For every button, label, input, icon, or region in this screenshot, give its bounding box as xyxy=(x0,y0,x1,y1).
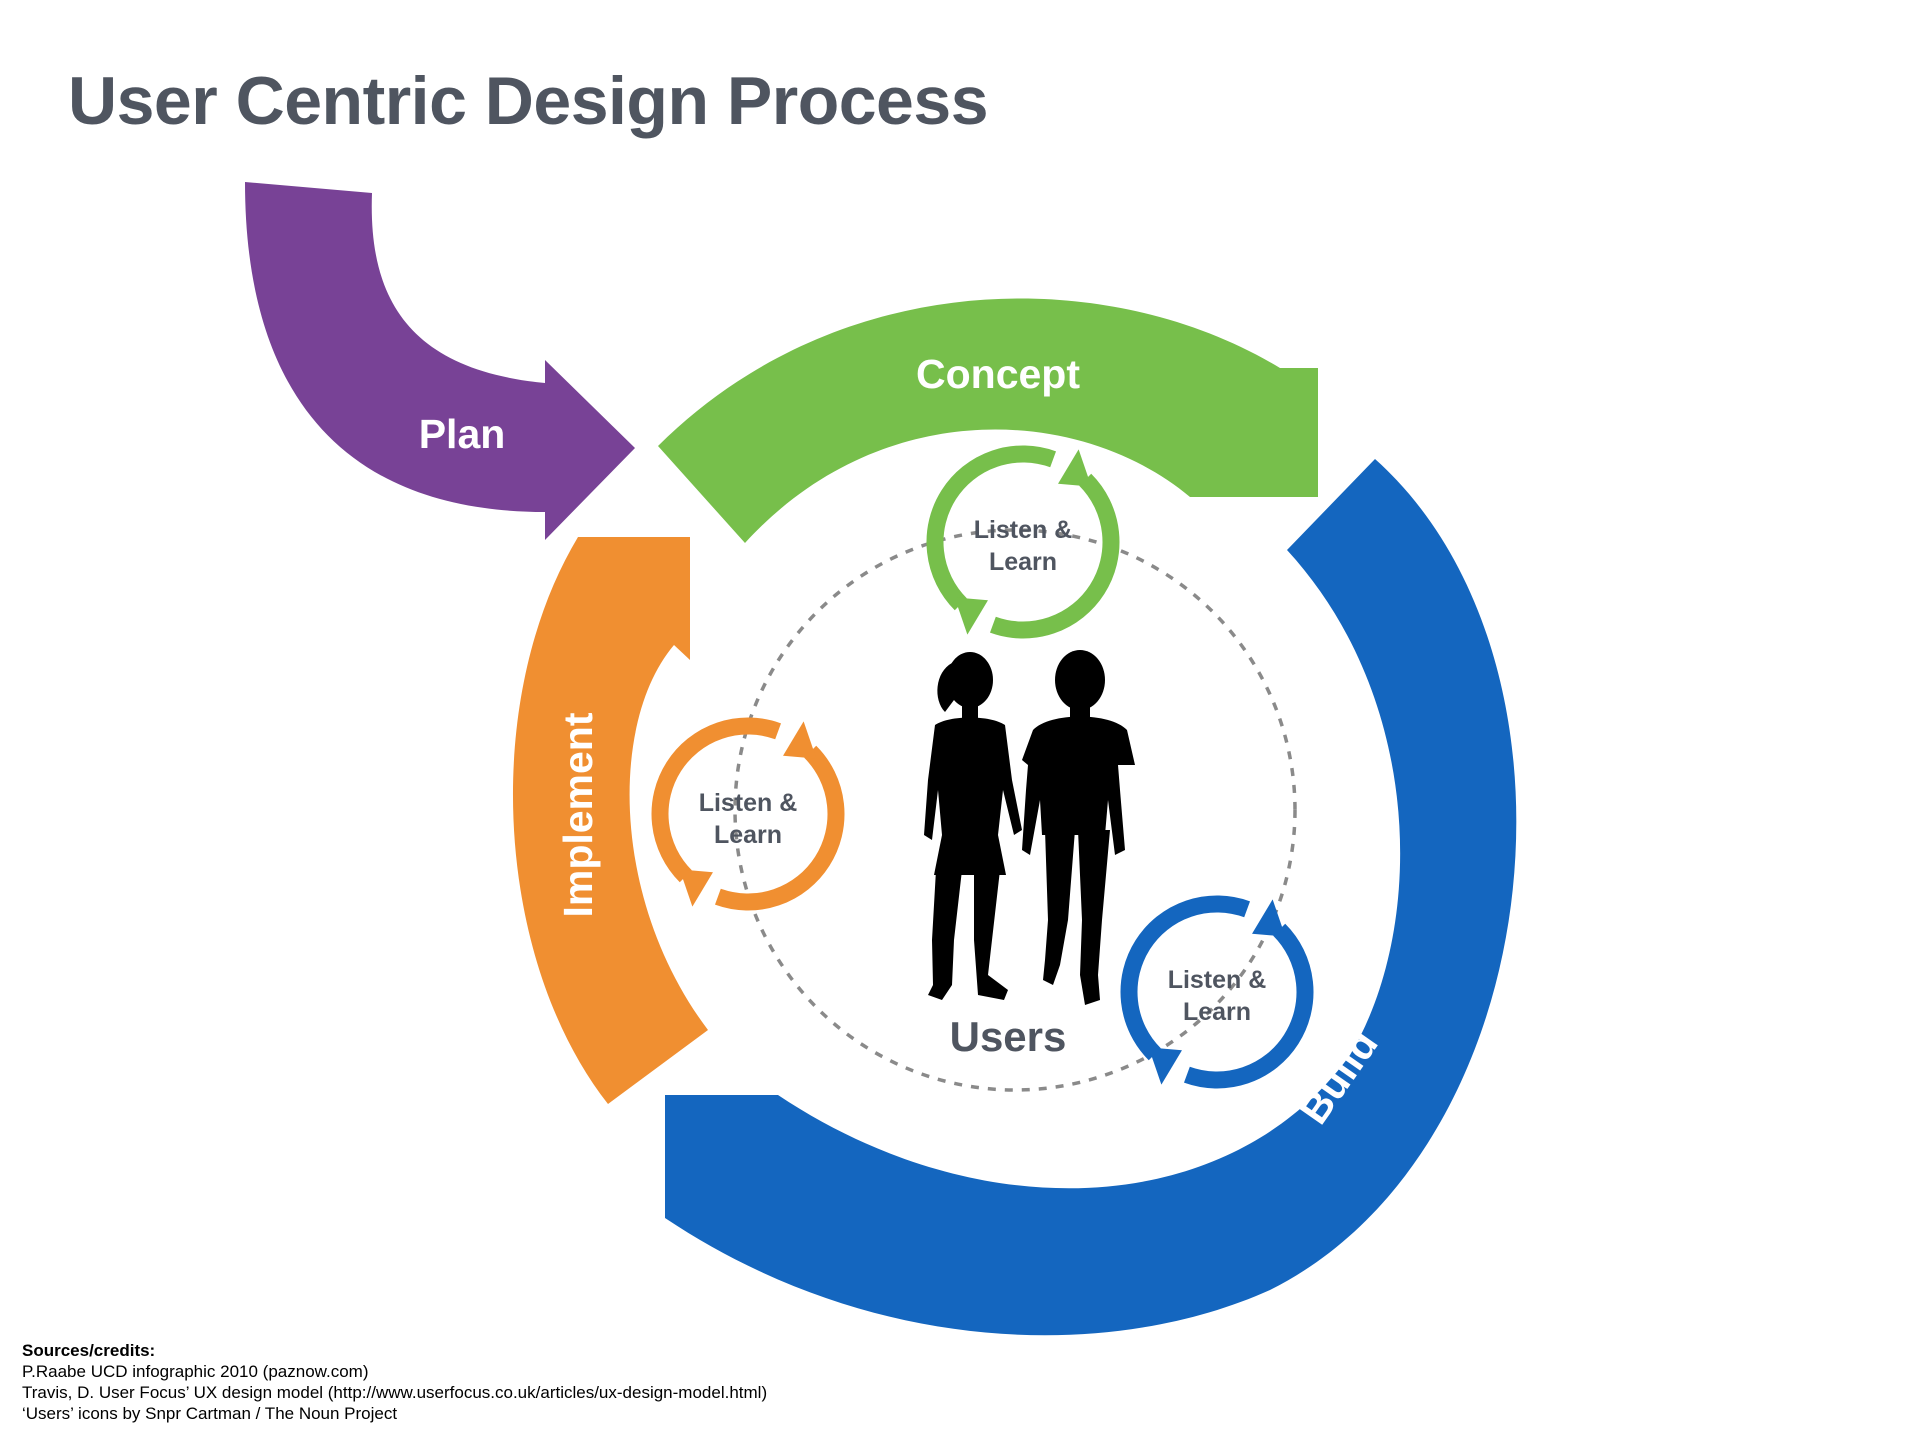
credit-line: P.Raabe UCD infographic 2010 (paznow.com… xyxy=(22,1362,369,1381)
cycle-arc xyxy=(990,473,1120,639)
page-title: User Centric Design Process xyxy=(68,63,989,139)
plan-label: Plan xyxy=(419,411,506,457)
cycle-arc xyxy=(1184,923,1314,1089)
cycle-arrows-icon xyxy=(1120,895,1314,1089)
loop-label-line2: Learn xyxy=(1183,998,1251,1026)
listen-learn-loop-concept: Listen & Learn xyxy=(926,445,1120,639)
cycle-arc xyxy=(926,445,1056,611)
woman-silhouette xyxy=(924,652,1022,1000)
loop-label-line1: Listen & xyxy=(1168,966,1267,994)
credit-line: Travis, D. User Focus’ UX design model (… xyxy=(22,1383,768,1402)
implement-label: Implement xyxy=(555,712,601,917)
listen-learn-loop-build: Listen & Learn xyxy=(1120,895,1314,1089)
users-label: Users xyxy=(950,1013,1067,1060)
cycle-arc xyxy=(715,745,845,911)
cycle-arrows-icon xyxy=(651,717,845,911)
loop-label-line2: Learn xyxy=(714,821,782,849)
implement-arrow-shape xyxy=(512,537,708,1104)
listen-learn-loop-implement: Listen & Learn xyxy=(651,717,845,911)
users-silhouette-icon xyxy=(924,650,1135,1005)
concept-arrow-shape xyxy=(658,298,1318,543)
build-arrow-shape xyxy=(665,459,1517,1336)
cycle-arrowhead-icon xyxy=(679,869,713,907)
cycle-arrowhead-icon xyxy=(954,597,988,635)
concept-arrow: Concept xyxy=(658,298,1318,543)
credit-line: ‘Users’ icons by Snpr Cartman / The Noun… xyxy=(22,1404,398,1423)
cycle-arrowhead-icon xyxy=(1252,899,1286,937)
loop-label-line1: Listen & xyxy=(974,516,1073,544)
plan-arrow: Plan xyxy=(245,182,635,540)
cycle-arrowhead-icon xyxy=(1148,1047,1182,1085)
users-dashed-circle xyxy=(733,528,1297,1092)
concept-label: Concept xyxy=(916,351,1080,397)
cycle-arc xyxy=(1120,895,1250,1061)
credits-heading: Sources/credits: xyxy=(22,1341,156,1360)
loop-label-line2: Learn xyxy=(989,548,1057,576)
plan-arrow-shape xyxy=(245,182,635,540)
man-silhouette xyxy=(1022,650,1135,1005)
cycle-arrows-icon xyxy=(926,445,1120,639)
cycle-arc xyxy=(651,717,781,883)
cycle-arrowhead-icon xyxy=(783,721,817,759)
loop-label-line1: Listen & xyxy=(699,789,798,817)
cycle-arrowhead-icon xyxy=(1058,449,1092,487)
implement-arrow: Implement xyxy=(512,537,708,1104)
credits-block: Sources/credits: P.Raabe UCD infographic… xyxy=(22,1340,767,1424)
